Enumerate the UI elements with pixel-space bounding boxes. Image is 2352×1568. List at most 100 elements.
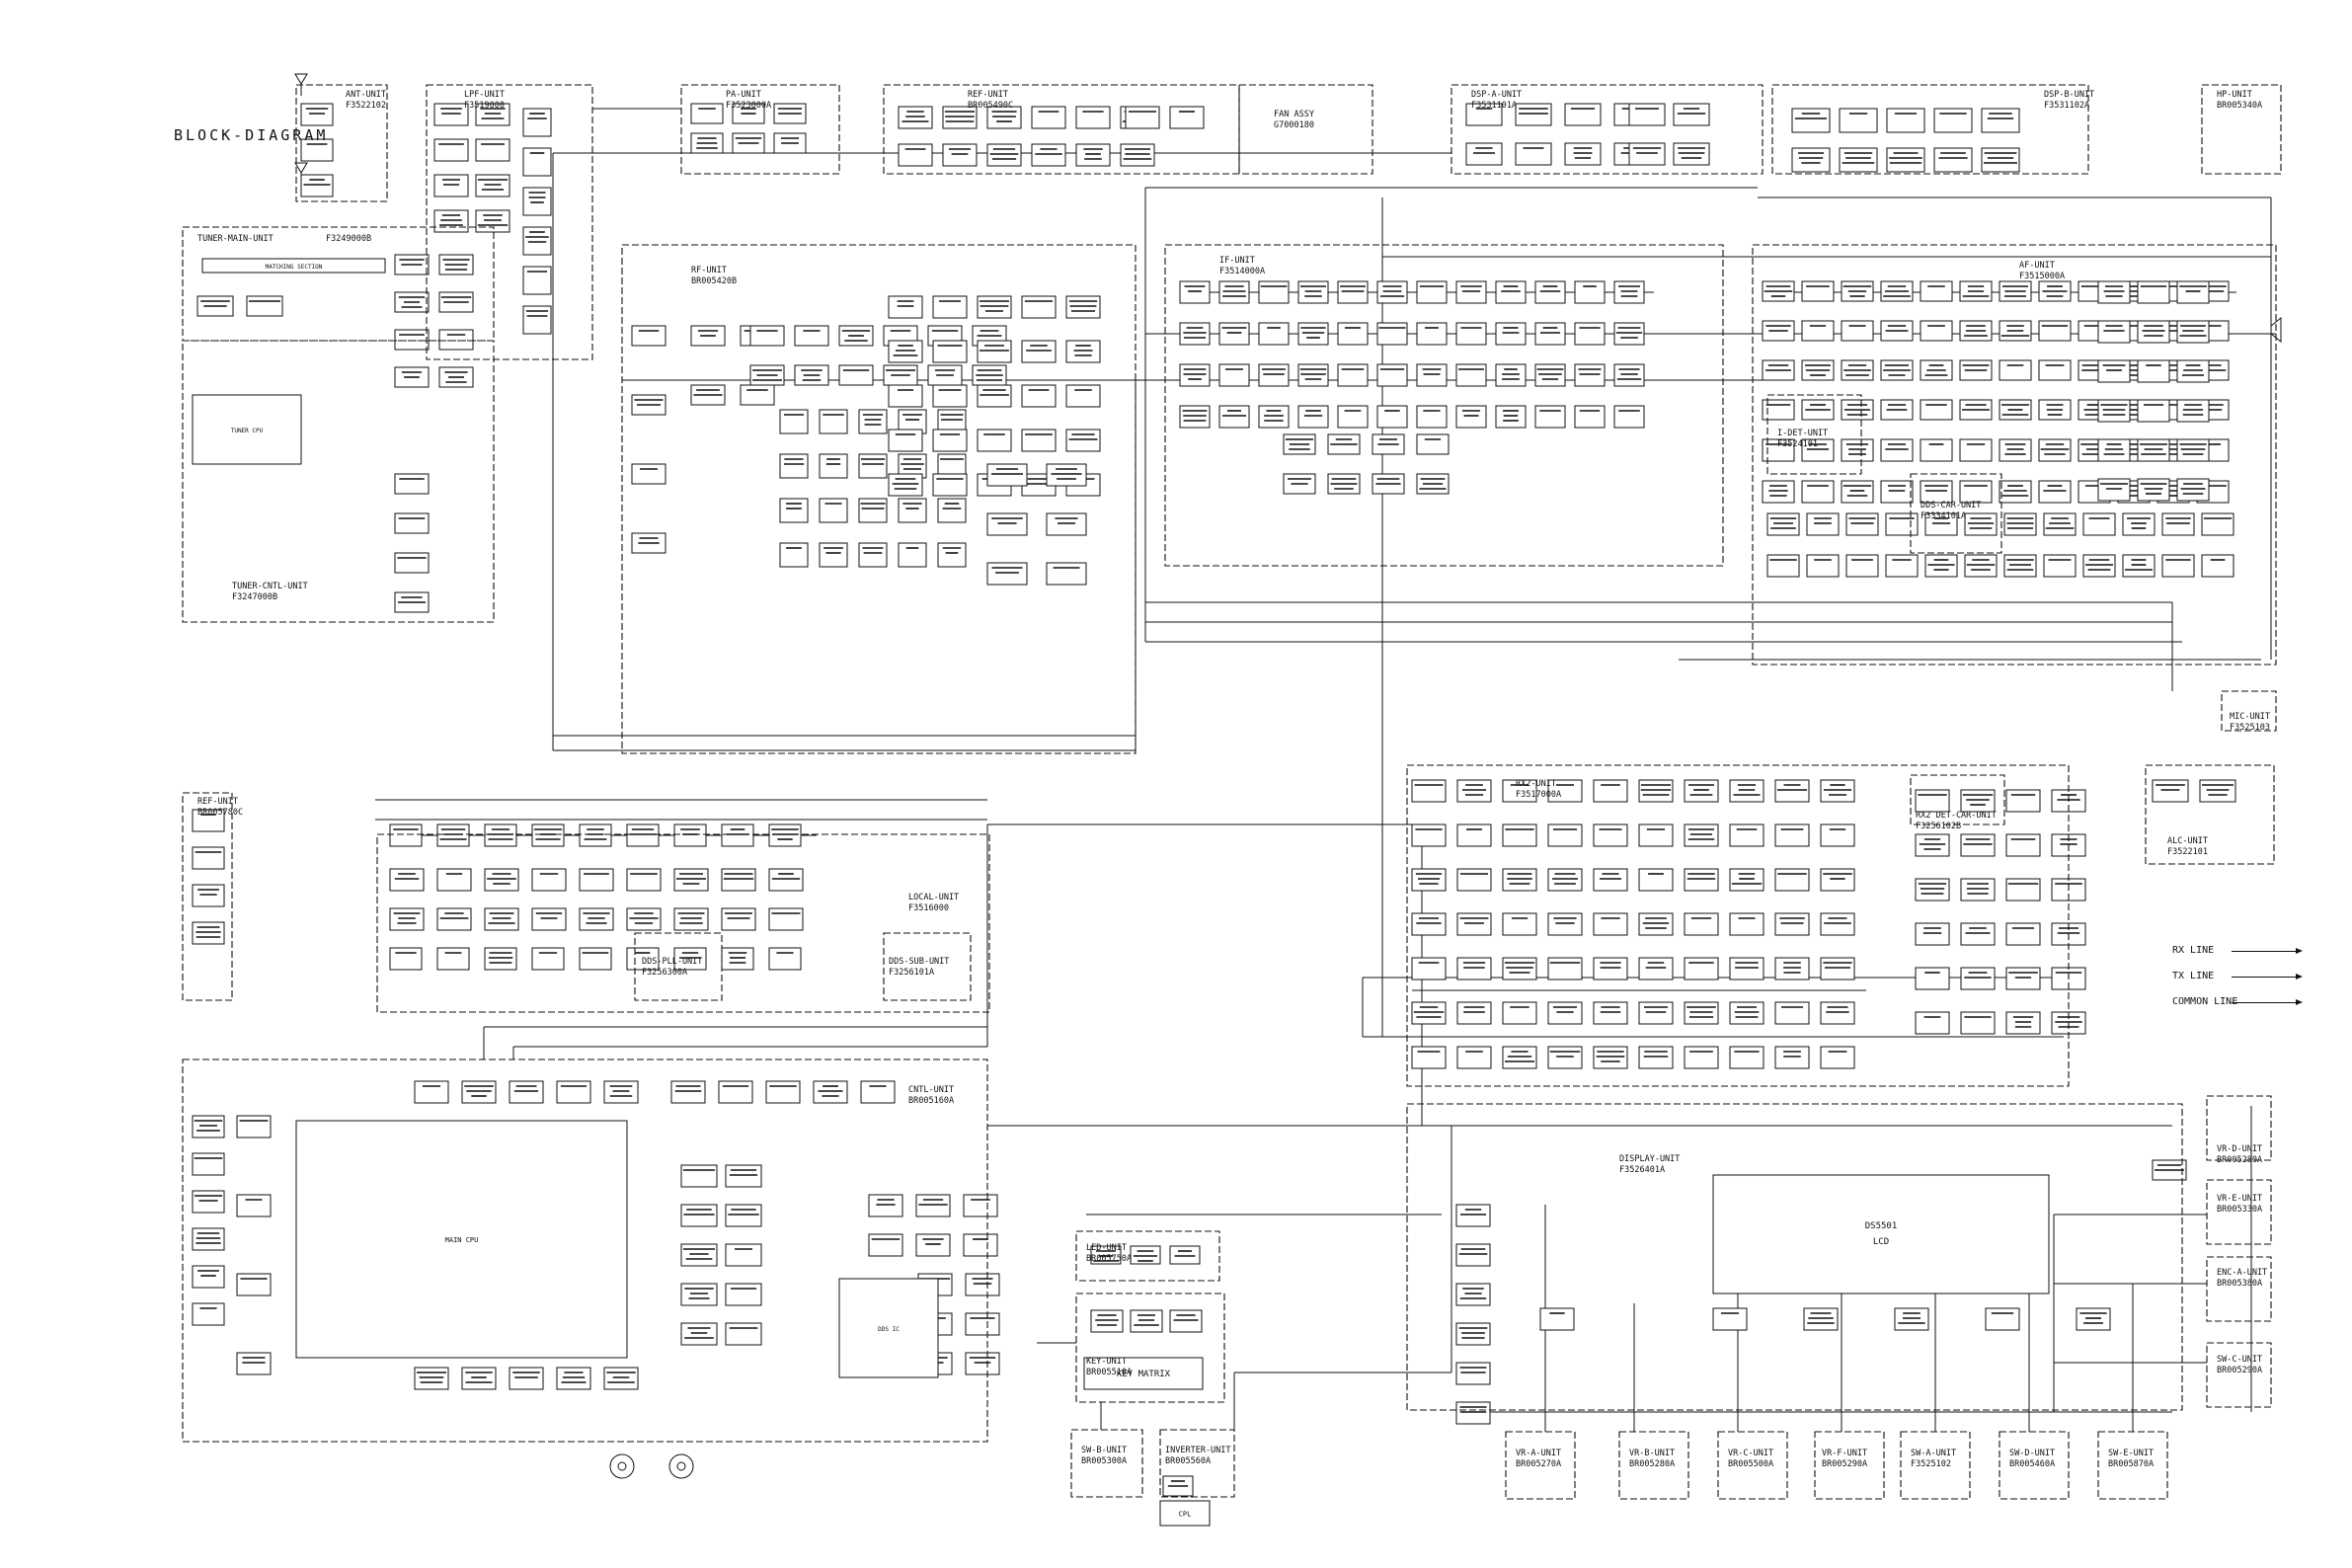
circuit-block [1574,363,1606,387]
circuit-block [1924,512,1958,536]
circuit-block [436,947,470,971]
circuit-block [1613,405,1645,429]
circuit-block [2005,878,2041,902]
circuit-block [673,823,707,847]
major-block-key_matrix [1083,1357,1204,1390]
unit-name-tunercntl: TUNER-CNTL-UNIT [232,582,308,591]
circuit-block [389,868,425,892]
circuit-block [888,340,923,363]
circuit-block [1729,823,1764,847]
circuit-block [436,868,472,892]
unit-frame-swa [1900,1431,1971,1500]
unit-code-swd: BR005460A [2009,1459,2055,1469]
circuit-block [963,1194,998,1217]
diagram-title: BLOCK-DIAGRAM [174,126,329,144]
circuit-block [819,498,848,523]
unit-frame-vrd [2206,1095,2272,1161]
unit-frame-dspb [1771,84,2089,175]
circuit-block [2201,554,2234,578]
unit-name-ddssub: DDS-SUB-UNIT [889,957,949,967]
unit-name-ref2: REF-UNIT [197,797,238,807]
circuit-block [965,1273,1000,1296]
circuit-block [1502,823,1537,847]
circuit-block [779,498,809,523]
unit-frame-key [1075,1293,1225,1403]
major-block-matching_section [201,258,386,274]
circuit-block [556,1367,591,1390]
circuit-block [2176,399,2210,423]
major-block-cpl [1159,1500,1211,1527]
circuit-block [484,868,519,892]
major-block-lcd_id [1712,1174,2050,1294]
circuit-block [394,473,430,495]
circuit-block [1886,108,1925,133]
circuit-block [433,103,469,126]
circuit-block [1839,108,1878,133]
circuit-block [1729,868,1764,892]
unit-code-vrb: BR005280A [1629,1459,1675,1469]
circuit-block [2082,554,2116,578]
circuit-block [1999,480,2032,504]
circuit-block [1564,103,1602,126]
circuit-block [509,1367,544,1390]
unit-code-mic: F3525103 [2230,723,2270,733]
circuit-block [725,1164,762,1188]
circuit-block [1297,405,1329,429]
circuit-block [915,1233,951,1257]
circuit-block [1547,868,1583,892]
unit-frame-lpf [426,84,593,360]
unit-name-vrb: VR-B-UNIT [1629,1449,1675,1458]
major-block-label: MATCHING SECTION [266,264,323,271]
unit-name-vre: VR-E-UNIT [2217,1194,2262,1204]
circuit-block [1593,912,1628,936]
circuit-block [1179,322,1211,346]
unit-code-alc: F3522101 [2167,847,2208,857]
circuit-block [1376,322,1408,346]
unit-frame-inverter [1159,1429,1235,1498]
circuit-block [1125,106,1160,129]
unit-frame-pa [680,84,840,175]
circuit-block [1638,779,1674,803]
circuit-block [1933,108,1973,133]
unit-code-hp: BR005340A [2217,101,2262,111]
circuit-block [475,138,510,162]
circuit-block [819,409,848,434]
circuit-block [1130,1309,1163,1333]
major-block-main_cpu [295,1120,628,1359]
circuit-block [1673,103,1710,126]
circuit-block [2176,320,2210,344]
circuit-block [1774,912,1810,936]
circuit-block [1959,438,1993,462]
unit-name-tunermain: TUNER-MAIN-UNIT [197,234,274,244]
circuit-block [1915,789,1950,813]
major-block-label: KEY MATRIX [1117,1370,1171,1379]
circuit-block [2038,480,2072,504]
circuit-block [1455,363,1487,387]
circuit-block [1258,363,1290,387]
circuit-block [1120,143,1155,167]
circuit-block [986,562,1028,586]
unit-code-cntl: BR005160A [908,1096,954,1106]
circuit-block [1613,322,1645,346]
circuit-block [1465,142,1503,166]
circuit-block [1297,280,1329,304]
line-legend: RX LINE TX LINE COMMON LINE [2172,944,2303,1021]
circuit-block [2097,320,2131,344]
circuit-block [888,384,923,408]
legend-rx-line: RX LINE [2172,944,2303,970]
circuit-block [1031,143,1066,167]
circuit-block [2137,320,2170,344]
circuit-block [2176,280,2210,304]
circuit-block [1774,823,1810,847]
circuit-block [1376,280,1408,304]
circuit-block [1021,295,1057,319]
circuit-block [1455,1283,1491,1306]
unit-frame-vre [2206,1179,2272,1245]
unit-frame-rx2 [1406,764,2070,1087]
circuit-block [2082,512,2116,536]
circuit-block [484,823,517,847]
unit-name-local: LOCAL-UNIT [908,893,959,902]
circuit-block [1465,103,1503,126]
circuit-block [1712,1307,1748,1331]
circuit-block [1455,1322,1491,1346]
